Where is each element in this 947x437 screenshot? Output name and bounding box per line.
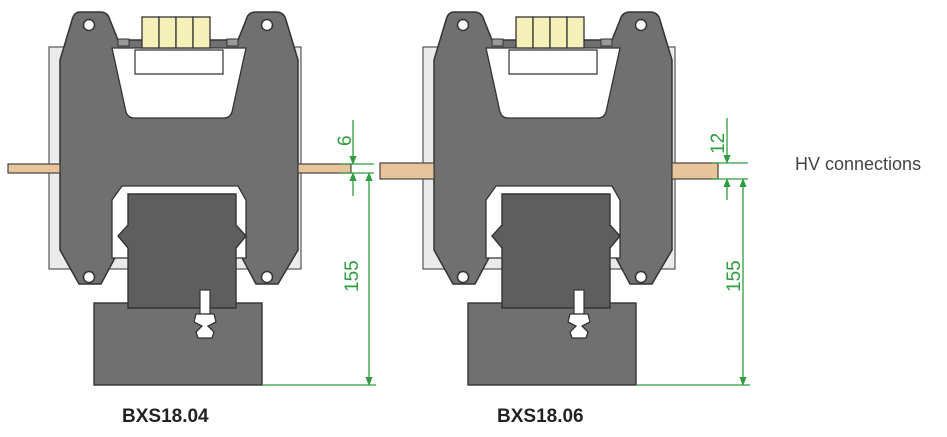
- busbar-left: [379, 162, 435, 180]
- busbar-left: [7, 163, 61, 174]
- dimension-height-value: 155: [724, 260, 745, 292]
- dimension-height: [262, 172, 376, 386]
- busbar-right: [297, 163, 352, 174]
- busbar-right: [671, 162, 719, 180]
- dimension-busbar-value: 6: [335, 135, 356, 146]
- dimension-busbar-value: 12: [708, 133, 729, 154]
- dimension-height: [636, 178, 750, 386]
- hv-connections-label: HV connections: [795, 154, 922, 174]
- unit-caption-bxs18-04: BXS18.04: [122, 406, 209, 427]
- unit-caption-bxs18-06: BXS18.06: [497, 406, 584, 427]
- transformer-unit-bxs18-06: 12 155: [379, 11, 750, 386]
- dimension-height-value: 155: [342, 260, 363, 292]
- transformer-unit-bxs18-04: 6 155: [7, 11, 376, 386]
